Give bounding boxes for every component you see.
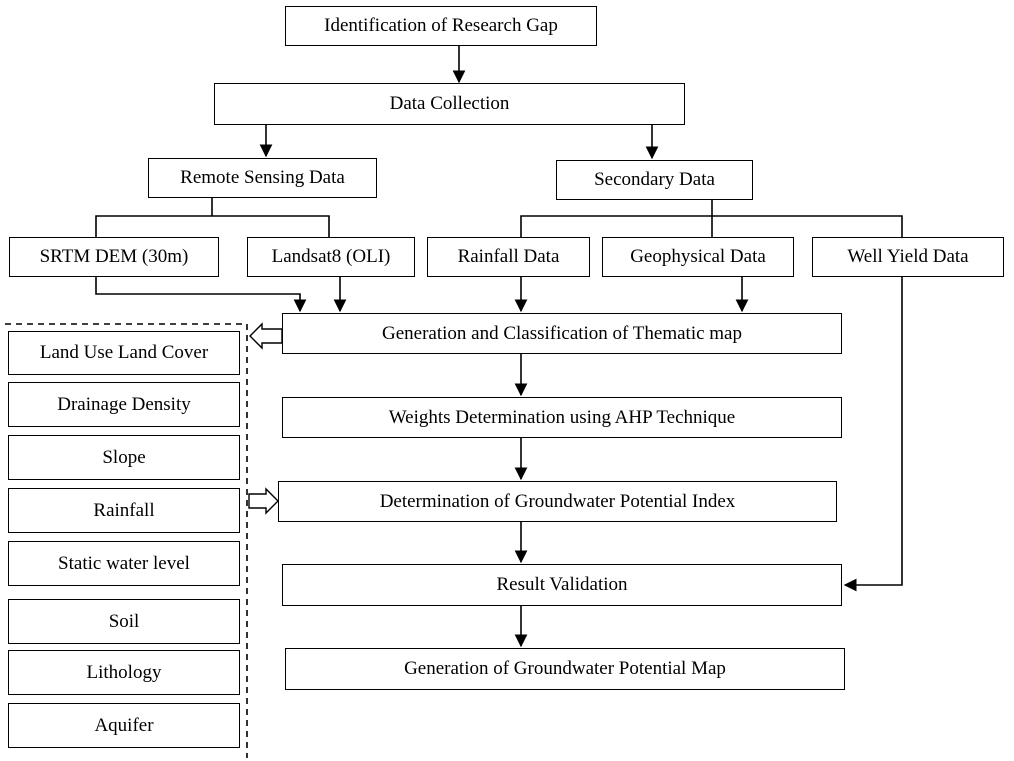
secondary-data-box: Secondary Data [556,160,753,200]
layer-lithology-box: Lithology [8,650,240,695]
srtm-box: SRTM DEM (30m) [9,237,219,277]
gwpi-box: Determination of Groundwater Potential I… [278,481,837,522]
arrow-srtm-to-thematic [95,277,307,313]
layers-dashed-bracket [5,323,248,758]
arrow-wellyield-to-validation [843,277,903,592]
layer-drainage-box: Drainage Density [8,382,240,427]
well-yield-box: Well Yield Data [812,237,1004,277]
rainfall-data-box: Rainfall Data [427,237,590,277]
gwp-map-box: Generation of Groundwater Potential Map [285,648,845,690]
layer-static-water-box: Static water level [8,541,240,586]
data-collection-box: Data Collection [214,83,685,125]
weights-box: Weights Determination using AHP Techniqu… [282,397,842,438]
remote-sensing-box: Remote Sensing Data [148,158,377,198]
layer-rainfall-box: Rainfall [8,488,240,533]
hollow-arrow-to-gwpi [248,487,279,515]
layer-lulc-box: Land Use Land Cover [8,331,240,375]
layer-soil-box: Soil [8,599,240,644]
branch-remote-sensing [95,215,330,238]
layer-aquifer-box: Aquifer [8,703,240,748]
geophysical-data-box: Geophysical Data [602,237,794,277]
layer-slope-box: Slope [8,435,240,480]
research-gap-box: Identification of Research Gap [285,6,597,46]
validation-box: Result Validation [282,564,842,606]
thematic-map-box: Generation and Classification of Themati… [282,313,842,354]
hollow-arrow-to-layers [249,322,283,350]
landsat-box: Landsat8 (OLI) [247,237,415,277]
